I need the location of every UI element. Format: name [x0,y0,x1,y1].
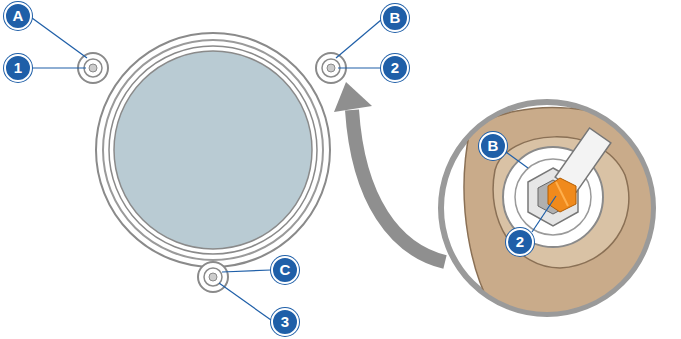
callout-label: 3 [271,308,299,336]
callout-label: A [4,2,32,30]
callout-label: B [479,132,507,160]
callout-label: B [381,4,409,32]
callout-label: 1 [4,54,32,82]
callout-label: 2 [506,228,534,256]
callout-label: 2 [381,54,409,82]
callout-label: C [271,256,299,284]
